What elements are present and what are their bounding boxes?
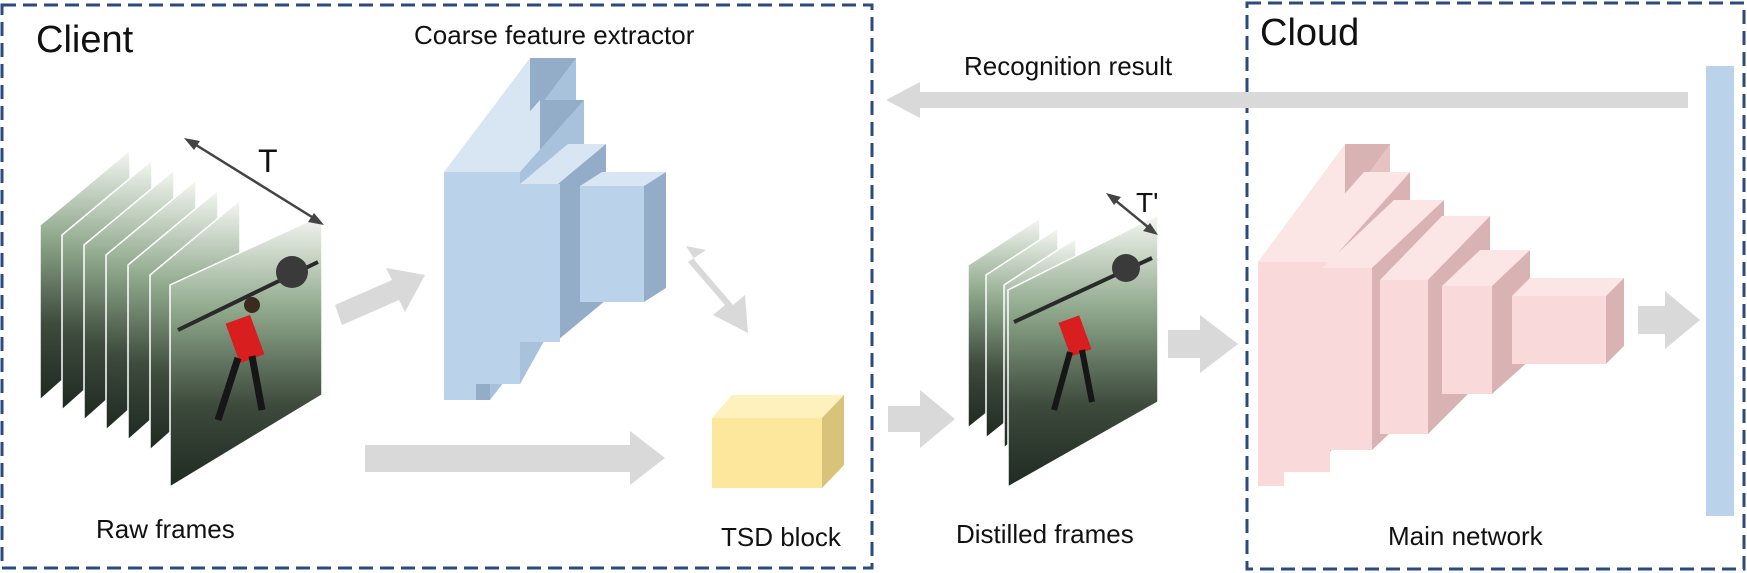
weight-plate-icon xyxy=(1112,254,1140,282)
frames-to-tsd-arrow xyxy=(365,431,665,485)
person-shirt-icon xyxy=(225,314,265,364)
main-to-output-arrow xyxy=(1638,291,1700,349)
distilled-frames-stack xyxy=(967,213,1159,489)
t-dimension-arrow xyxy=(184,138,324,225)
client-region-border xyxy=(0,3,874,570)
coarse-feature-extractor xyxy=(444,58,666,400)
person-leg-icon xyxy=(248,355,266,411)
cloud-title: Cloud xyxy=(1260,12,1359,54)
tsd-to-distilled-arrow xyxy=(888,390,955,448)
recognition-result-arrow xyxy=(886,82,1688,118)
cloud-region-border xyxy=(1245,1,1746,571)
client-title: Client xyxy=(36,19,134,61)
coarse-feature-extractor-label: Coarse feature extractor xyxy=(414,20,695,50)
tsd-block-side xyxy=(822,395,844,488)
main-network xyxy=(1258,144,1624,486)
person-leg-icon xyxy=(1079,349,1095,403)
weight-plate-icon xyxy=(276,256,308,288)
distilled-to-main-arrow xyxy=(1168,315,1238,373)
tsd-block-top xyxy=(712,395,844,418)
distilled-frames-label: Distilled frames xyxy=(956,519,1134,549)
tsd-block xyxy=(712,395,844,488)
main-network-label: Main network xyxy=(1388,521,1544,551)
raw-frames-label: Raw frames xyxy=(96,514,235,544)
tsd-block-front xyxy=(712,418,822,488)
output-bar xyxy=(1706,66,1734,516)
person-leg-icon xyxy=(1051,351,1073,411)
t-raw-label: T xyxy=(258,143,278,179)
person-shirt-icon xyxy=(1058,315,1092,357)
person-head-icon xyxy=(244,297,260,313)
t-distilled-label: T' xyxy=(1136,187,1158,218)
raw-frames-stack xyxy=(39,148,323,489)
person-leg-icon xyxy=(214,356,242,422)
frames-to-extractor-arrow xyxy=(335,268,425,325)
extractor-to-tsd-arrow xyxy=(686,246,748,333)
tsd-block-label: TSD block xyxy=(721,522,842,552)
t-prime-dimension-arrow xyxy=(1106,193,1158,235)
recognition-result-label: Recognition result xyxy=(964,51,1173,81)
